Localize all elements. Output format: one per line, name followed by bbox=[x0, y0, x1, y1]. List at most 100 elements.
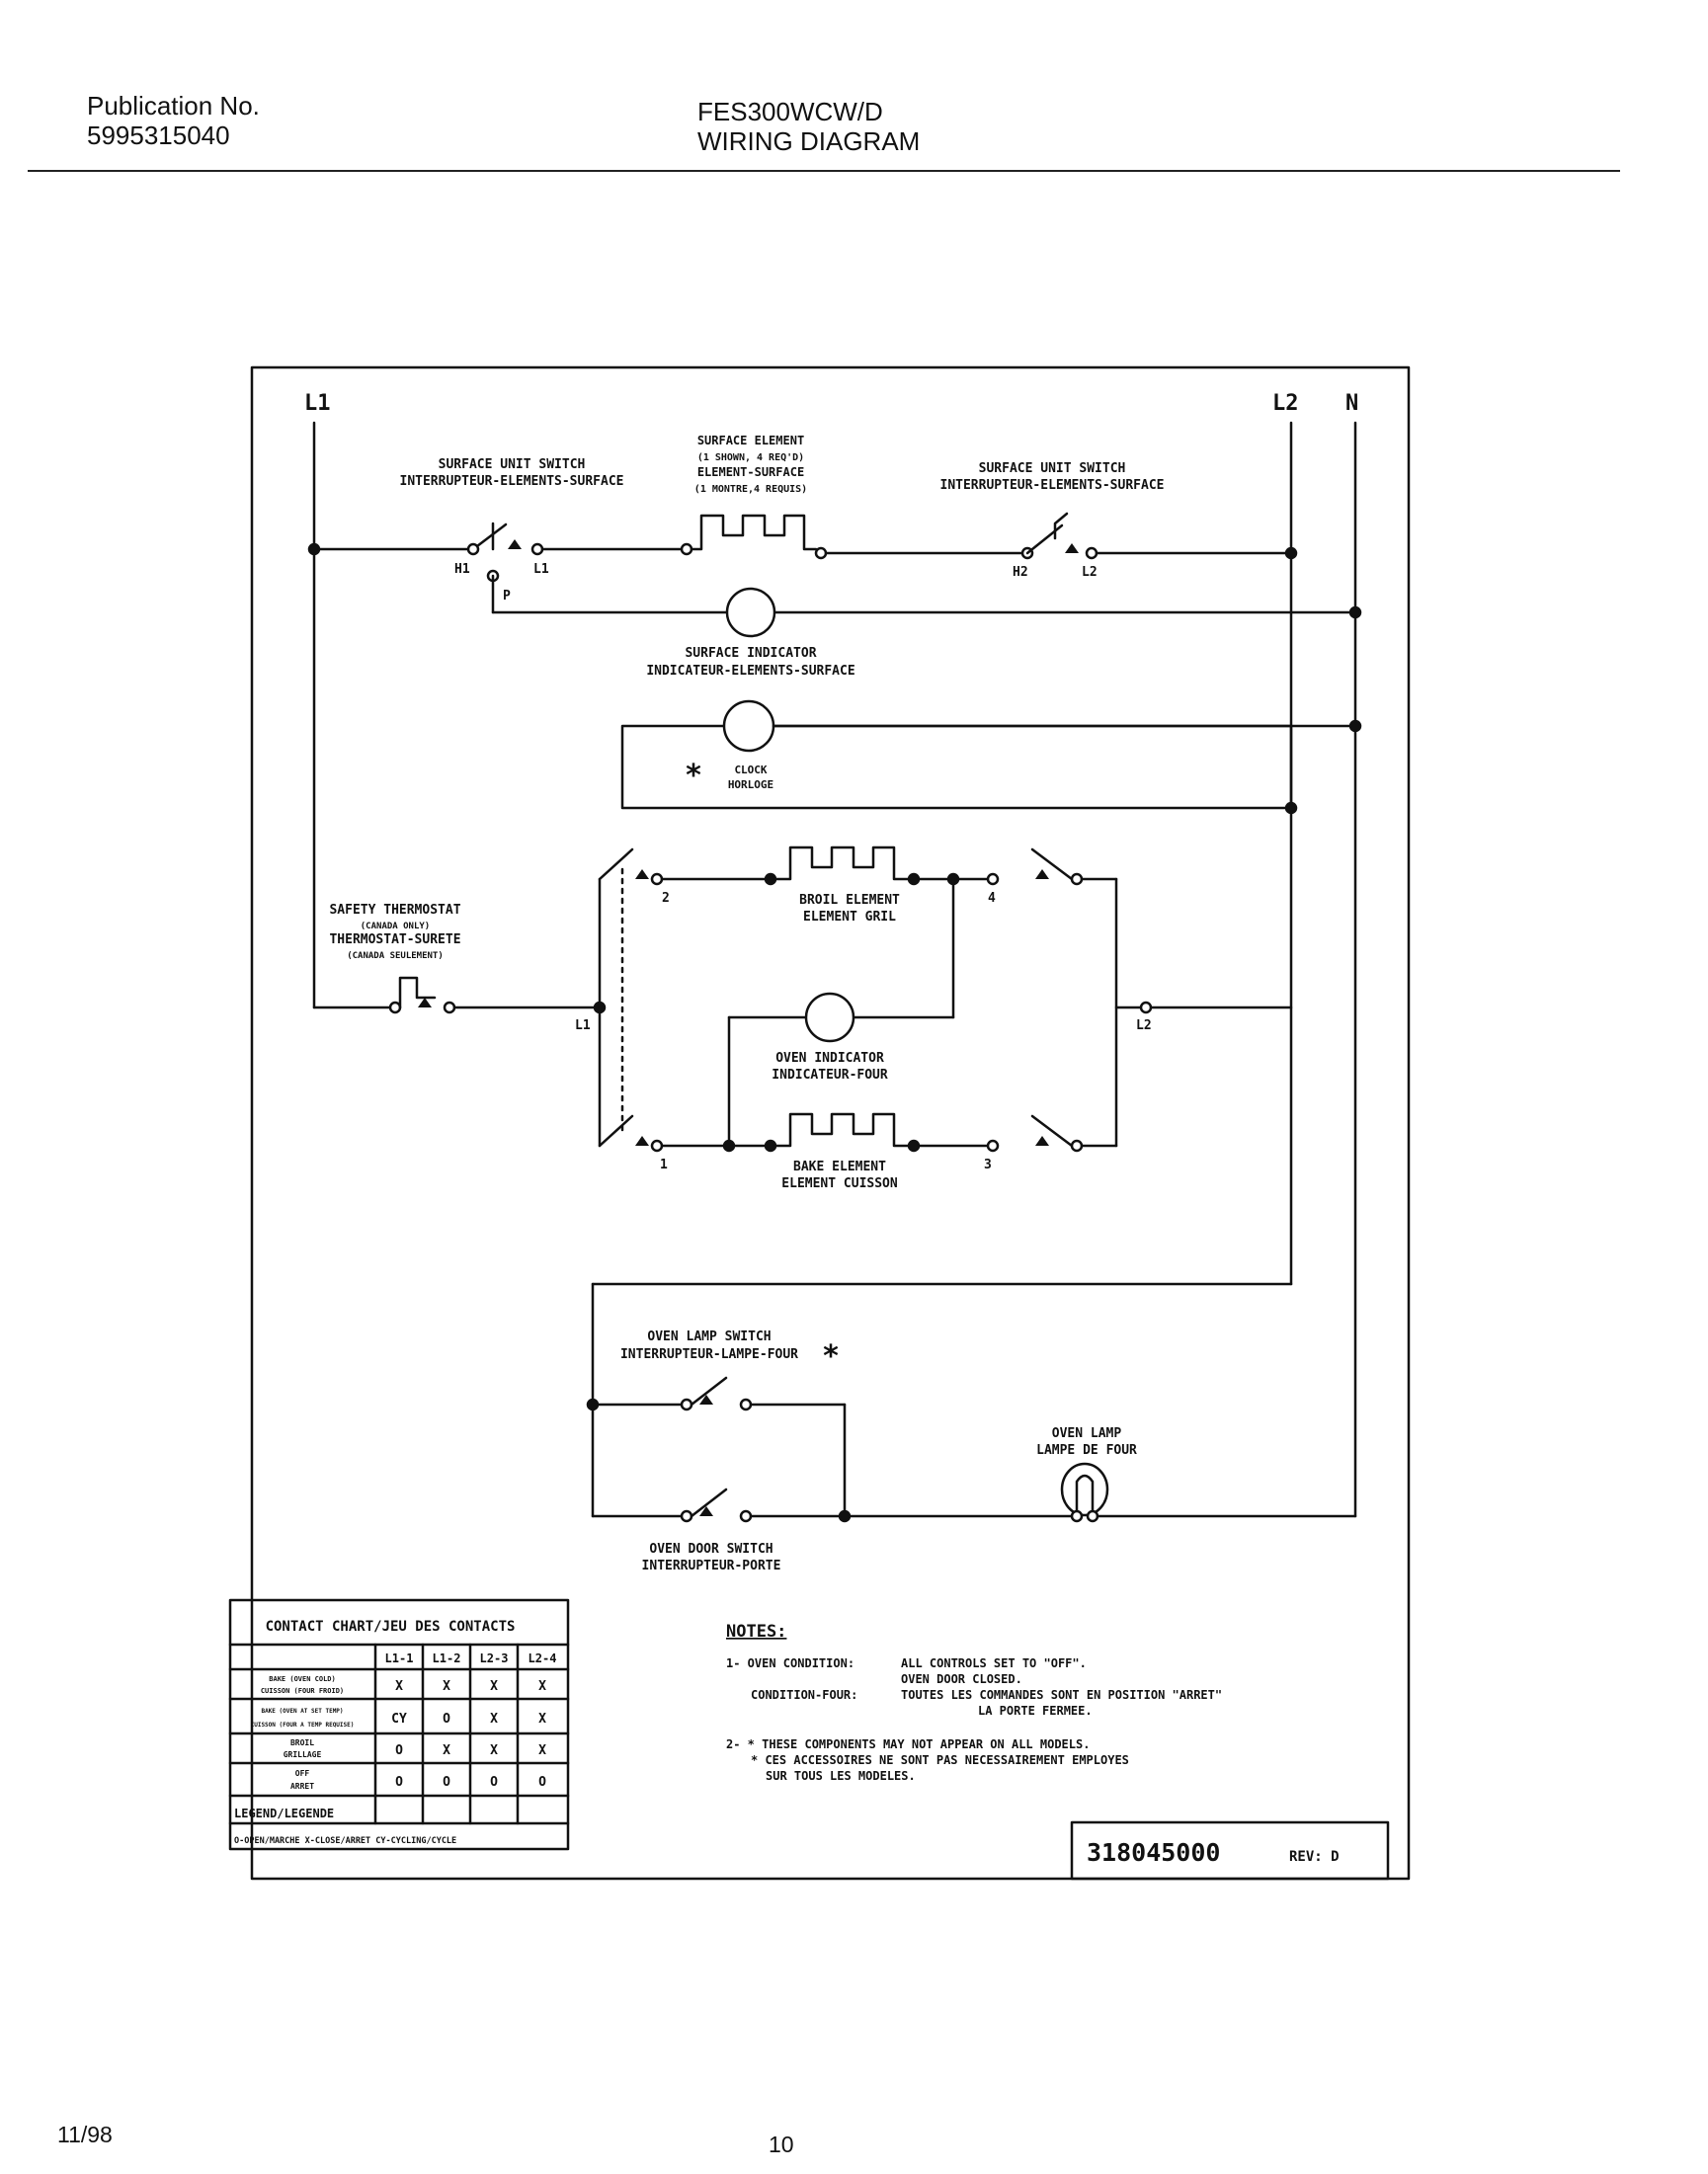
chart-cell: X bbox=[538, 1679, 546, 1694]
chart-row-label: OFF bbox=[295, 1769, 310, 1778]
surface-element-qty: (1 SHOWN, 4 REQ'D) bbox=[697, 452, 804, 463]
terminal-l2-switch-label: L2 bbox=[1082, 565, 1098, 580]
header-rule bbox=[28, 170, 1620, 172]
surface-indicator-label: SURFACE INDICATOR bbox=[685, 646, 816, 661]
safety-thermostat-label: SAFETY THERMOSTAT bbox=[329, 903, 460, 918]
oven-lamp-label: OVEN LAMP bbox=[1052, 1426, 1122, 1441]
terminal-n-label: N bbox=[1345, 391, 1358, 416]
bake-element-label-fr: ELEMENT CUISSON bbox=[781, 1176, 898, 1191]
surface-indicator-label-fr: INDICATEUR-ELEMENTS-SURFACE bbox=[646, 664, 854, 679]
surface-switch-right-label-fr: INTERRUPTEUR-ELEMENTS-SURFACE bbox=[940, 478, 1165, 493]
note-1-fr-label: CONDITION-FOUR: bbox=[751, 1688, 857, 1702]
diagram-frame bbox=[250, 365, 1411, 1881]
chart-cell: X bbox=[443, 1679, 450, 1694]
chart-row-label: BROIL bbox=[290, 1738, 314, 1747]
note-2-text-fr: * CES ACCESSOIRES NE SONT PAS NECESSAIRE… bbox=[751, 1753, 1129, 1767]
revision-label: REV: D bbox=[1289, 1849, 1340, 1865]
title-block bbox=[1070, 1820, 1390, 1881]
contact-3-label: 3 bbox=[984, 1158, 992, 1172]
broil-element-label: BROIL ELEMENT bbox=[799, 893, 900, 908]
part-number: 318045000 bbox=[1087, 1838, 1220, 1867]
chart-cell: O bbox=[443, 1712, 450, 1727]
terminal-l2-label: L2 bbox=[1272, 391, 1299, 416]
chart-cell: X bbox=[490, 1679, 498, 1694]
chart-cell: X bbox=[443, 1743, 450, 1758]
note-1-fr-text-2: LA PORTE FERMEE. bbox=[978, 1704, 1093, 1718]
note-1-label: 1- OVEN CONDITION: bbox=[726, 1656, 854, 1670]
terminal-h2-label: H2 bbox=[1013, 565, 1028, 580]
contact-4-label: 4 bbox=[988, 891, 996, 906]
chart-col-header: L2-4 bbox=[529, 1651, 557, 1665]
chart-row-label-fr: CUISSON (FOUR FROID) bbox=[261, 1687, 344, 1695]
surface-switch-right-label: SURFACE UNIT SWITCH bbox=[979, 461, 1126, 476]
chart-col-header: L1-2 bbox=[433, 1651, 461, 1665]
oven-lamp-label-fr: LAMPE DE FOUR bbox=[1036, 1443, 1137, 1458]
model-number: FES300WCW/D bbox=[697, 97, 883, 126]
clock-loop bbox=[620, 724, 1293, 810]
contact-2-label: 2 bbox=[662, 891, 670, 906]
note-1-text-2: OVEN DOOR CLOSED. bbox=[901, 1672, 1022, 1686]
chart-cell: X bbox=[538, 1743, 546, 1758]
surface-switch-left-label-fr: INTERRUPTEUR-ELEMENTS-SURFACE bbox=[400, 474, 624, 489]
chart-col-header: L2-3 bbox=[480, 1651, 509, 1665]
clock-label: CLOCK bbox=[734, 764, 767, 776]
chart-row-label-fr: GRILLAGE bbox=[284, 1750, 322, 1759]
chart-cell: X bbox=[490, 1712, 498, 1727]
chart-cell: X bbox=[538, 1712, 546, 1727]
footer-date: 11/98 bbox=[57, 2122, 113, 2147]
junction-l2-label: L2 bbox=[1136, 1018, 1152, 1033]
junction-l1-label: L1 bbox=[575, 1018, 591, 1033]
safety-thermostat-label-fr: THERMOSTAT-SURETE bbox=[329, 932, 460, 947]
terminal-l1-switch-label: L1 bbox=[533, 562, 549, 577]
document-title-block: FES300WCW/D WIRING DIAGRAM bbox=[697, 97, 920, 156]
oven-indicator-label-fr: INDICATEUR-FOUR bbox=[772, 1068, 888, 1083]
legend-text: O-OPEN/MARCHE X-CLOSE/ARRET CY-CYCLING/C… bbox=[234, 1836, 456, 1846]
note-2-text-fr-2: SUR TOUS LES MODELES. bbox=[766, 1769, 916, 1783]
surface-switch-left-blade bbox=[471, 523, 508, 551]
notes-title: NOTES: bbox=[726, 1622, 786, 1642]
oven-lamp-switch-label: OVEN LAMP SWITCH bbox=[647, 1329, 771, 1344]
terminal-p-label: P bbox=[503, 589, 511, 604]
oven-door-switch-label: OVEN DOOR SWITCH bbox=[649, 1542, 773, 1557]
oven-door-switch-blade bbox=[690, 1488, 728, 1518]
note-2-text: 2- * THESE COMPONENTS MAY NOT APPEAR ON … bbox=[726, 1737, 1090, 1751]
safety-thermostat-note: (CANADA ONLY) bbox=[361, 922, 430, 931]
clock-label-fr: HORLOGE bbox=[728, 778, 773, 791]
broil-element-label-fr: ELEMENT GRIL bbox=[803, 910, 896, 925]
surface-indicator-lamp bbox=[725, 587, 776, 638]
surface-element-qty-fr: (1 MONTRE,4 REQUIS) bbox=[694, 484, 807, 495]
note-1-text: ALL CONTROLS SET TO "OFF". bbox=[901, 1656, 1087, 1670]
note-1-fr-text: TOUTES LES COMMANDES SONT EN POSITION "A… bbox=[901, 1688, 1222, 1702]
contact-chart bbox=[228, 1598, 570, 1851]
oven-door-switch-label-fr: INTERRUPTEUR-PORTE bbox=[642, 1559, 781, 1573]
contact-1-label: 1 bbox=[660, 1158, 668, 1172]
oven-lamp-switch-asterisk: * bbox=[822, 1339, 840, 1374]
terminal-h1-label: H1 bbox=[454, 562, 470, 577]
surface-element-coil bbox=[690, 514, 818, 551]
safety-thermostat-note-fr: (CANADA SEULEMENT) bbox=[347, 951, 444, 961]
page-number: 10 bbox=[769, 2132, 794, 2157]
chart-cell: O bbox=[443, 1775, 450, 1790]
oven-indicator-label: OVEN INDICATOR bbox=[775, 1051, 884, 1066]
safety-thermostat-contact bbox=[398, 976, 437, 1009]
surface-element-label-fr: ELEMENT-SURFACE bbox=[697, 465, 804, 479]
chart-row-label: BAKE (OVEN COLD) bbox=[269, 1675, 335, 1683]
chart-cell: X bbox=[395, 1679, 403, 1694]
chart-cell: O bbox=[395, 1775, 403, 1790]
surface-switch-right-blade bbox=[1025, 523, 1064, 555]
chart-cell: O bbox=[538, 1775, 546, 1790]
bake-element-label: BAKE ELEMENT bbox=[793, 1160, 886, 1174]
publication-label: Publication No. bbox=[87, 91, 260, 121]
oven-indicator-lamp bbox=[804, 992, 855, 1043]
legend-title: LEGEND/LEGENDE bbox=[234, 1807, 334, 1820]
publication-number: 5995315040 bbox=[87, 121, 230, 150]
document-title: WIRING DIAGRAM bbox=[697, 126, 921, 156]
oven-lamp-switch-blade bbox=[690, 1376, 728, 1407]
chart-cell: X bbox=[490, 1743, 498, 1758]
clock-motor bbox=[722, 699, 775, 753]
chart-cell: O bbox=[395, 1743, 403, 1758]
bake-element-coil bbox=[773, 1112, 911, 1148]
oven-lamp-bulb bbox=[1060, 1462, 1109, 1517]
broil-element-coil bbox=[773, 845, 911, 881]
